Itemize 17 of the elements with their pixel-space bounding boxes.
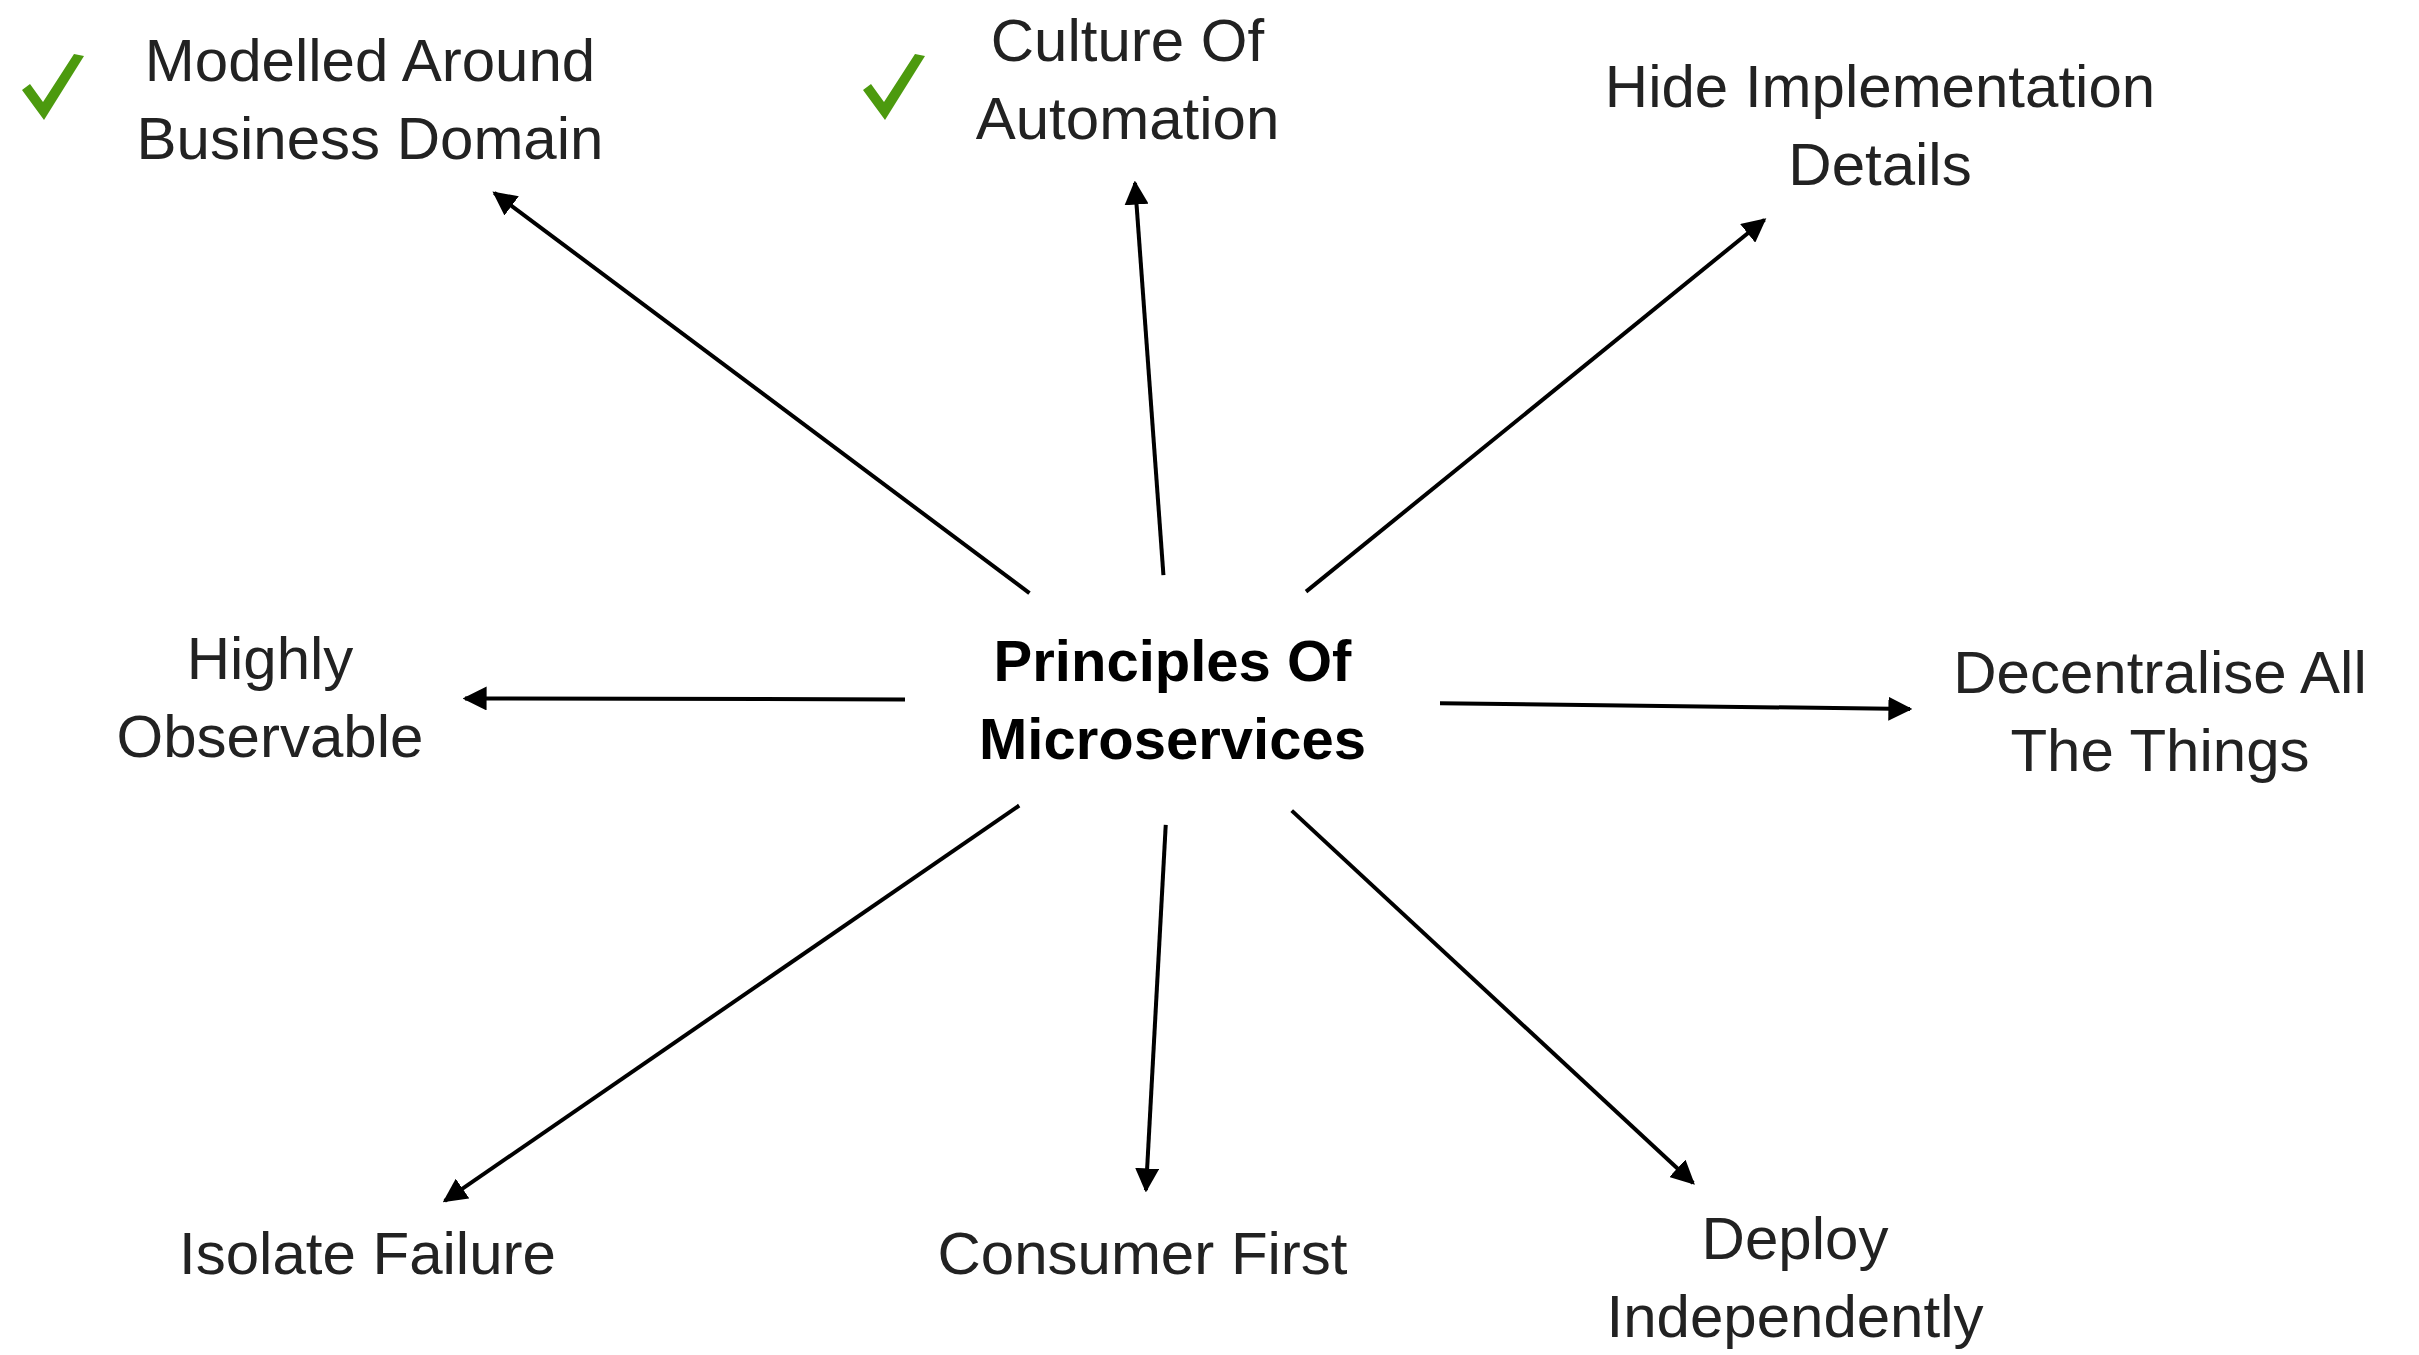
principle-label: Deploy Independently — [1605, 1203, 1985, 1352]
principle-label: Isolate Failure — [179, 1219, 556, 1289]
arrow — [1124, 180, 1166, 576]
principle-label: Hide Implementation Details — [1603, 52, 2157, 200]
principle-label: Consumer First — [937, 1219, 1348, 1289]
principle-label: Modelled Around Business Domain — [135, 26, 605, 174]
arrow — [1304, 218, 1767, 594]
arrow — [462, 686, 905, 711]
title-label: Principles Of Microservices — [978, 627, 1367, 773]
arrow — [442, 803, 1021, 1203]
arrow — [1290, 809, 1695, 1185]
principle-label: Decentralise All The Things — [1952, 638, 2368, 786]
arrow — [1135, 824, 1168, 1193]
arrow — [1439, 696, 1913, 721]
principle-label: Culture Of Automation — [974, 6, 1281, 154]
arrow — [492, 191, 1031, 595]
principle-label: Highly Observable — [115, 624, 425, 772]
